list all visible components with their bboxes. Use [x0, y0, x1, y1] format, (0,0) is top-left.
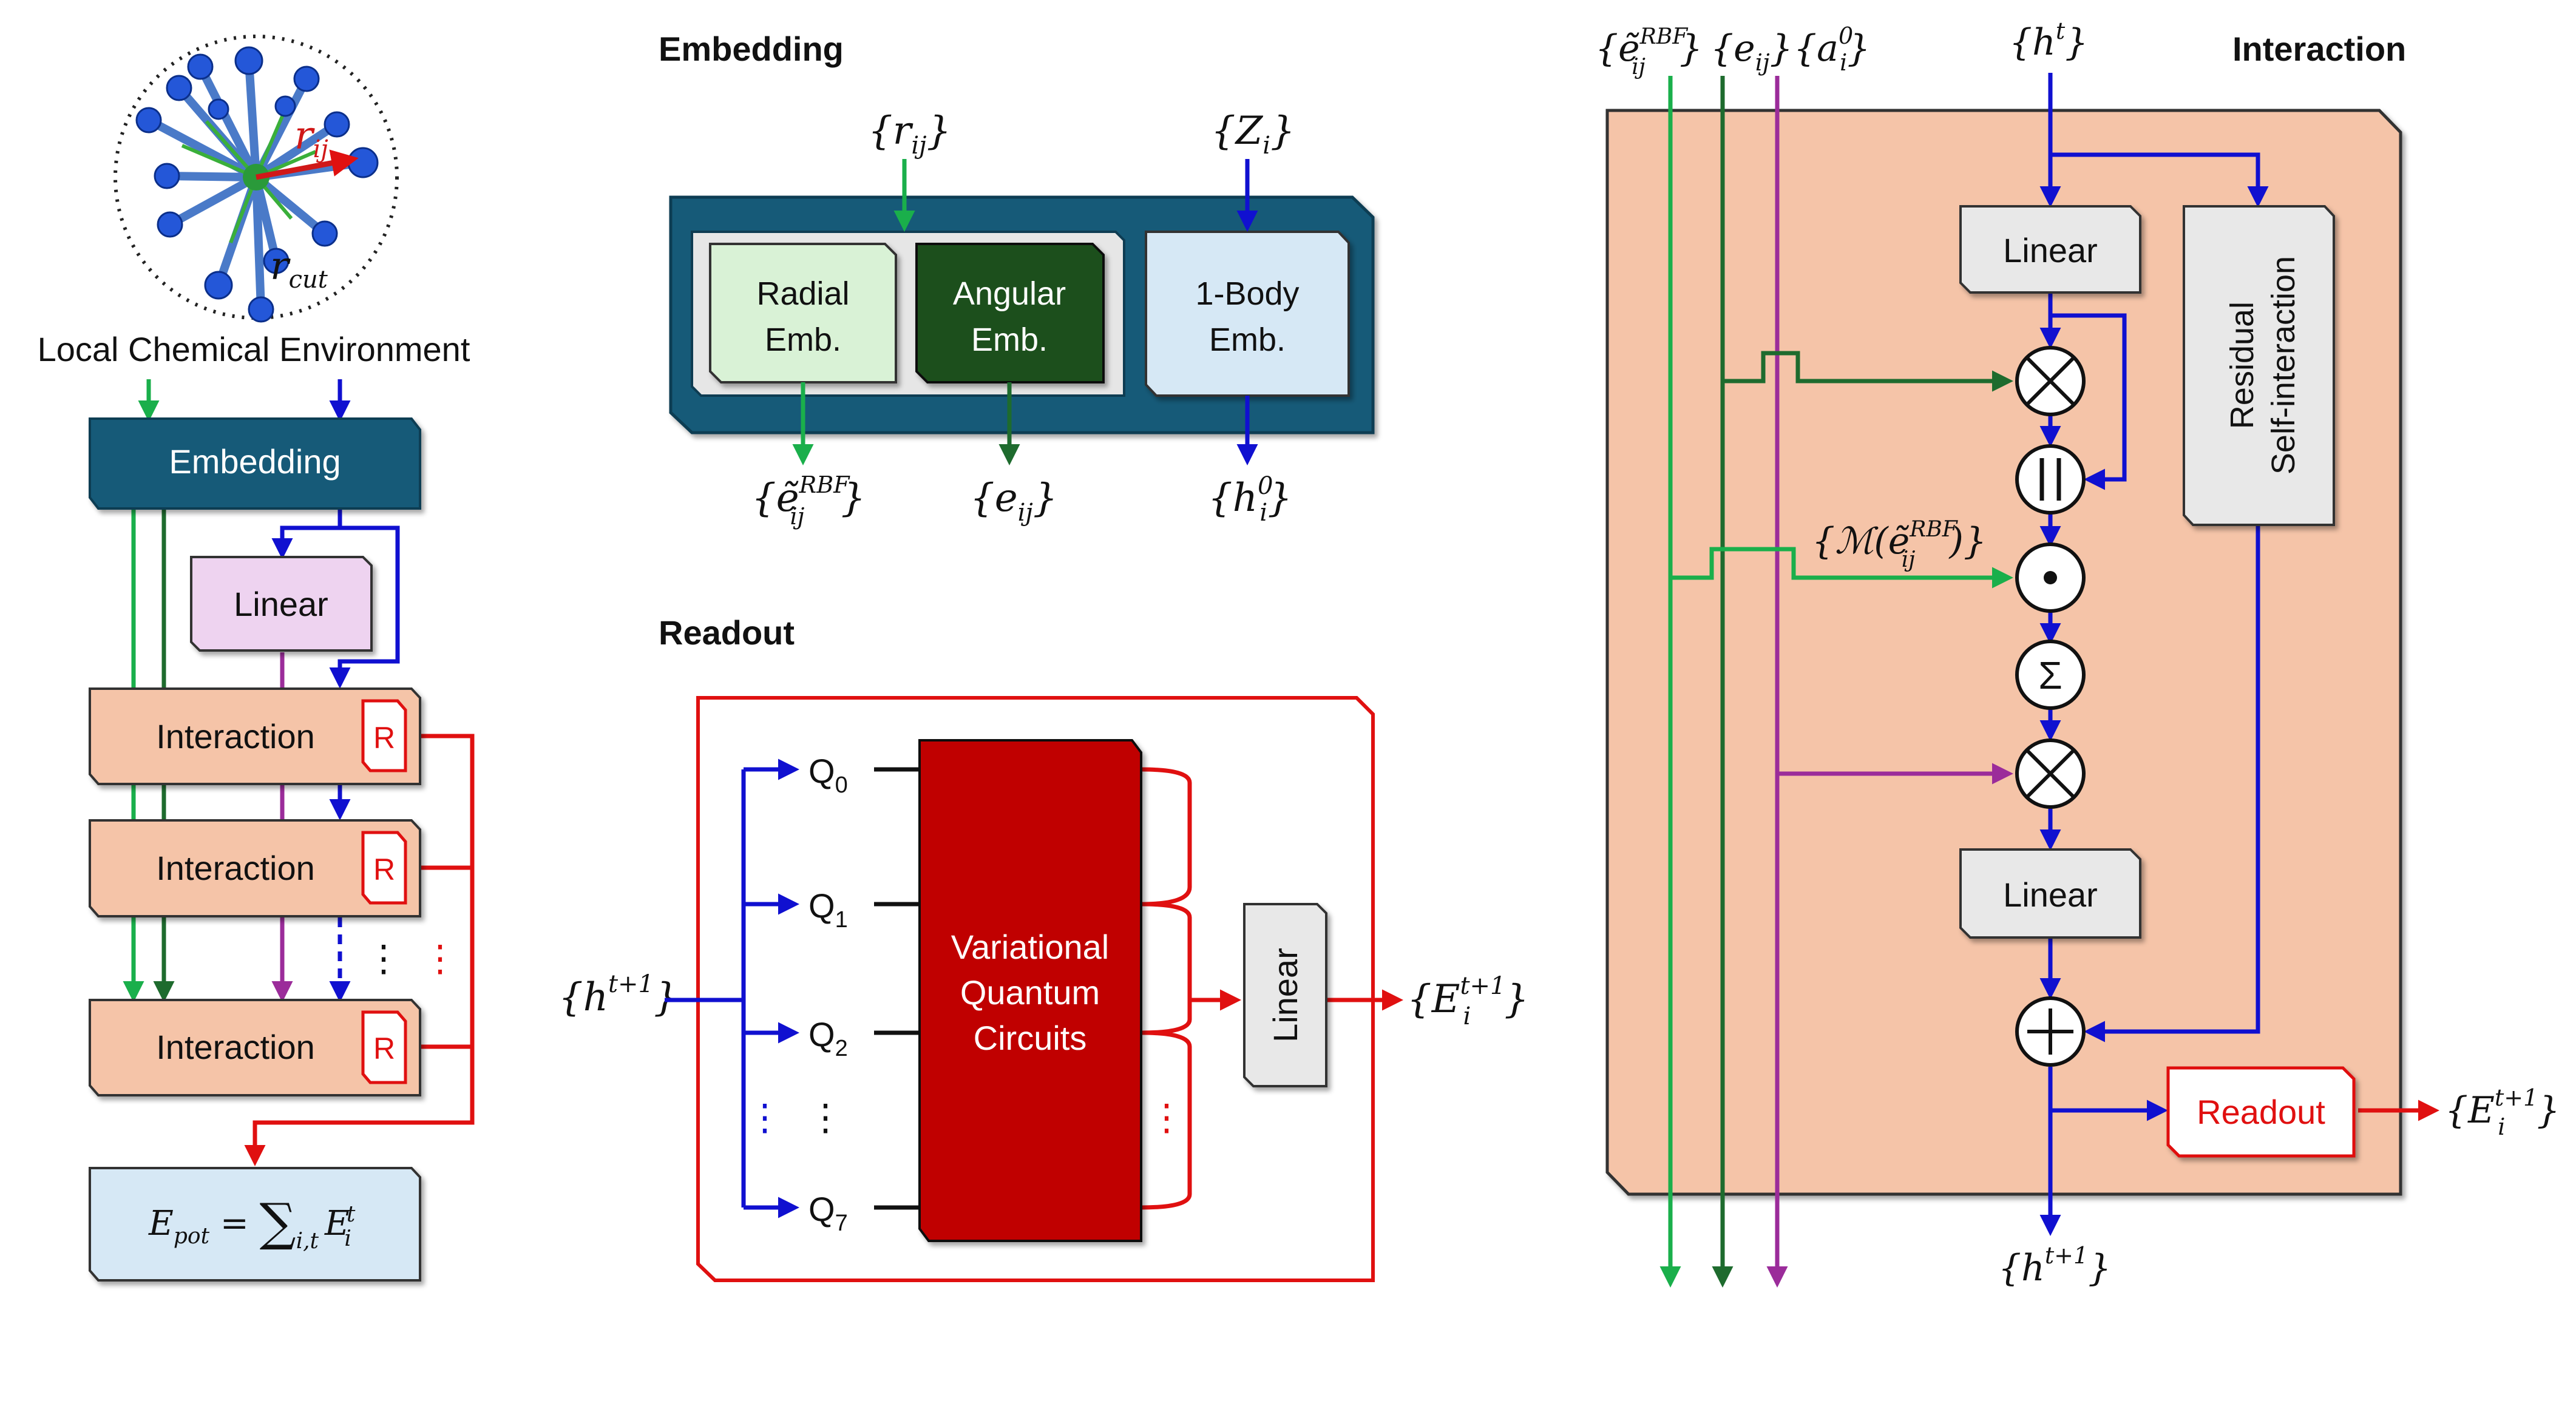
env-label: Local Chemical Environment [38, 330, 470, 368]
r-badge-1: R [373, 721, 395, 755]
onebody-emb-label-2: Emb. [1209, 322, 1286, 358]
interaction-output-h: {ht+1} [1998, 1242, 2111, 1289]
vqc-block [918, 739, 1142, 1242]
linear-block-left [190, 556, 373, 652]
op-sum [2015, 640, 2086, 710]
interaction-label-2: Interaction [156, 849, 315, 887]
local-environment: rij rcut Local Chemical Environment [38, 35, 470, 368]
interaction-linear-box-1 [1959, 205, 2141, 294]
r-cut-label: rcut [270, 244, 328, 294]
readout-title: Readout [659, 613, 795, 652]
interaction-block-3 [89, 999, 421, 1096]
interaction-readout-box [2166, 1066, 2356, 1158]
interaction-linear-label-2: Linear [2003, 876, 2098, 914]
interaction-label-3: Interaction [156, 1028, 315, 1066]
vqc-label-3: Circuits [974, 1019, 1087, 1057]
interaction-title: Interaction [2232, 30, 2406, 68]
interaction-linear-box-2 [1959, 848, 2141, 939]
angular-emb-label-1: Angular [953, 275, 1066, 312]
interaction-block-1 [89, 687, 421, 785]
op-times-1 [2015, 346, 2086, 416]
embedding-input-r: {rij} [868, 109, 951, 160]
angular-emb-label-2: Emb. [971, 322, 1048, 358]
radial-emb-box [709, 243, 897, 383]
embedding-title: Embedding [659, 30, 844, 68]
dots-red: ⋮ [422, 938, 458, 979]
linear-label-left: Linear [234, 585, 328, 623]
embedding-block [89, 417, 421, 510]
cutoff-sphere [114, 35, 399, 320]
embedding-label: Embedding [169, 442, 341, 481]
qubit-7: Q7 [808, 1190, 848, 1236]
embedding-input-z: {Zi} [1211, 109, 1295, 160]
radial-emb-label-2: Emb. [765, 322, 841, 358]
interaction-input-h: {ht} [2009, 18, 2088, 64]
residual-box [2183, 205, 2335, 526]
op-times-2 [2015, 738, 2086, 809]
interaction-arrows [1659, 73, 2439, 1288]
qubit-0: Q0 [808, 752, 848, 798]
readout-linear-label: Linear [1266, 948, 1304, 1042]
vqc-label-2: Quantum [960, 973, 1100, 1012]
interaction-linear-label-1: Linear [2003, 231, 2098, 269]
radial-emb-label-1: Radial [756, 275, 849, 312]
readout-dots-red: ⋮ [1148, 1097, 1185, 1138]
embedding-output-e: {eij} [970, 476, 1058, 527]
op-concat [2015, 444, 2086, 515]
r-badge-2: R [373, 853, 395, 887]
dots-black: ⋮ [365, 938, 402, 979]
qubit-2: Q2 [808, 1015, 848, 1061]
angular-emb-box [915, 243, 1105, 383]
readout-input: {ht+1} [558, 970, 679, 1020]
onebody-emb-label-1: 1-Body [1195, 275, 1299, 312]
op-dot [2015, 542, 2086, 613]
vqc-label-1: Variational [951, 928, 1109, 966]
molecule-icon [135, 46, 379, 323]
readout-arrows [665, 758, 1403, 1218]
onebody-emb-box [1145, 231, 1350, 397]
interaction-readout-label: Readout [2197, 1093, 2325, 1131]
qubit-1: Q1 [808, 887, 848, 933]
readout-dots-black: ⋮ [807, 1097, 844, 1138]
interaction-input-e: {eij} [1710, 27, 1793, 76]
interaction-label-1: Interaction [156, 717, 315, 755]
readout-linear-box [1243, 903, 1327, 1087]
r-badge-3: R [373, 1032, 395, 1066]
energy-block [89, 1167, 421, 1282]
embedding-arrows [792, 159, 1258, 465]
op-plus [2015, 996, 2086, 1067]
op-sum-symbol: Σ [2038, 654, 2062, 697]
r-ij-label: rij [294, 113, 328, 163]
interaction-block-2 [89, 819, 421, 917]
readout-dots-blue: ⋮ [747, 1097, 783, 1138]
